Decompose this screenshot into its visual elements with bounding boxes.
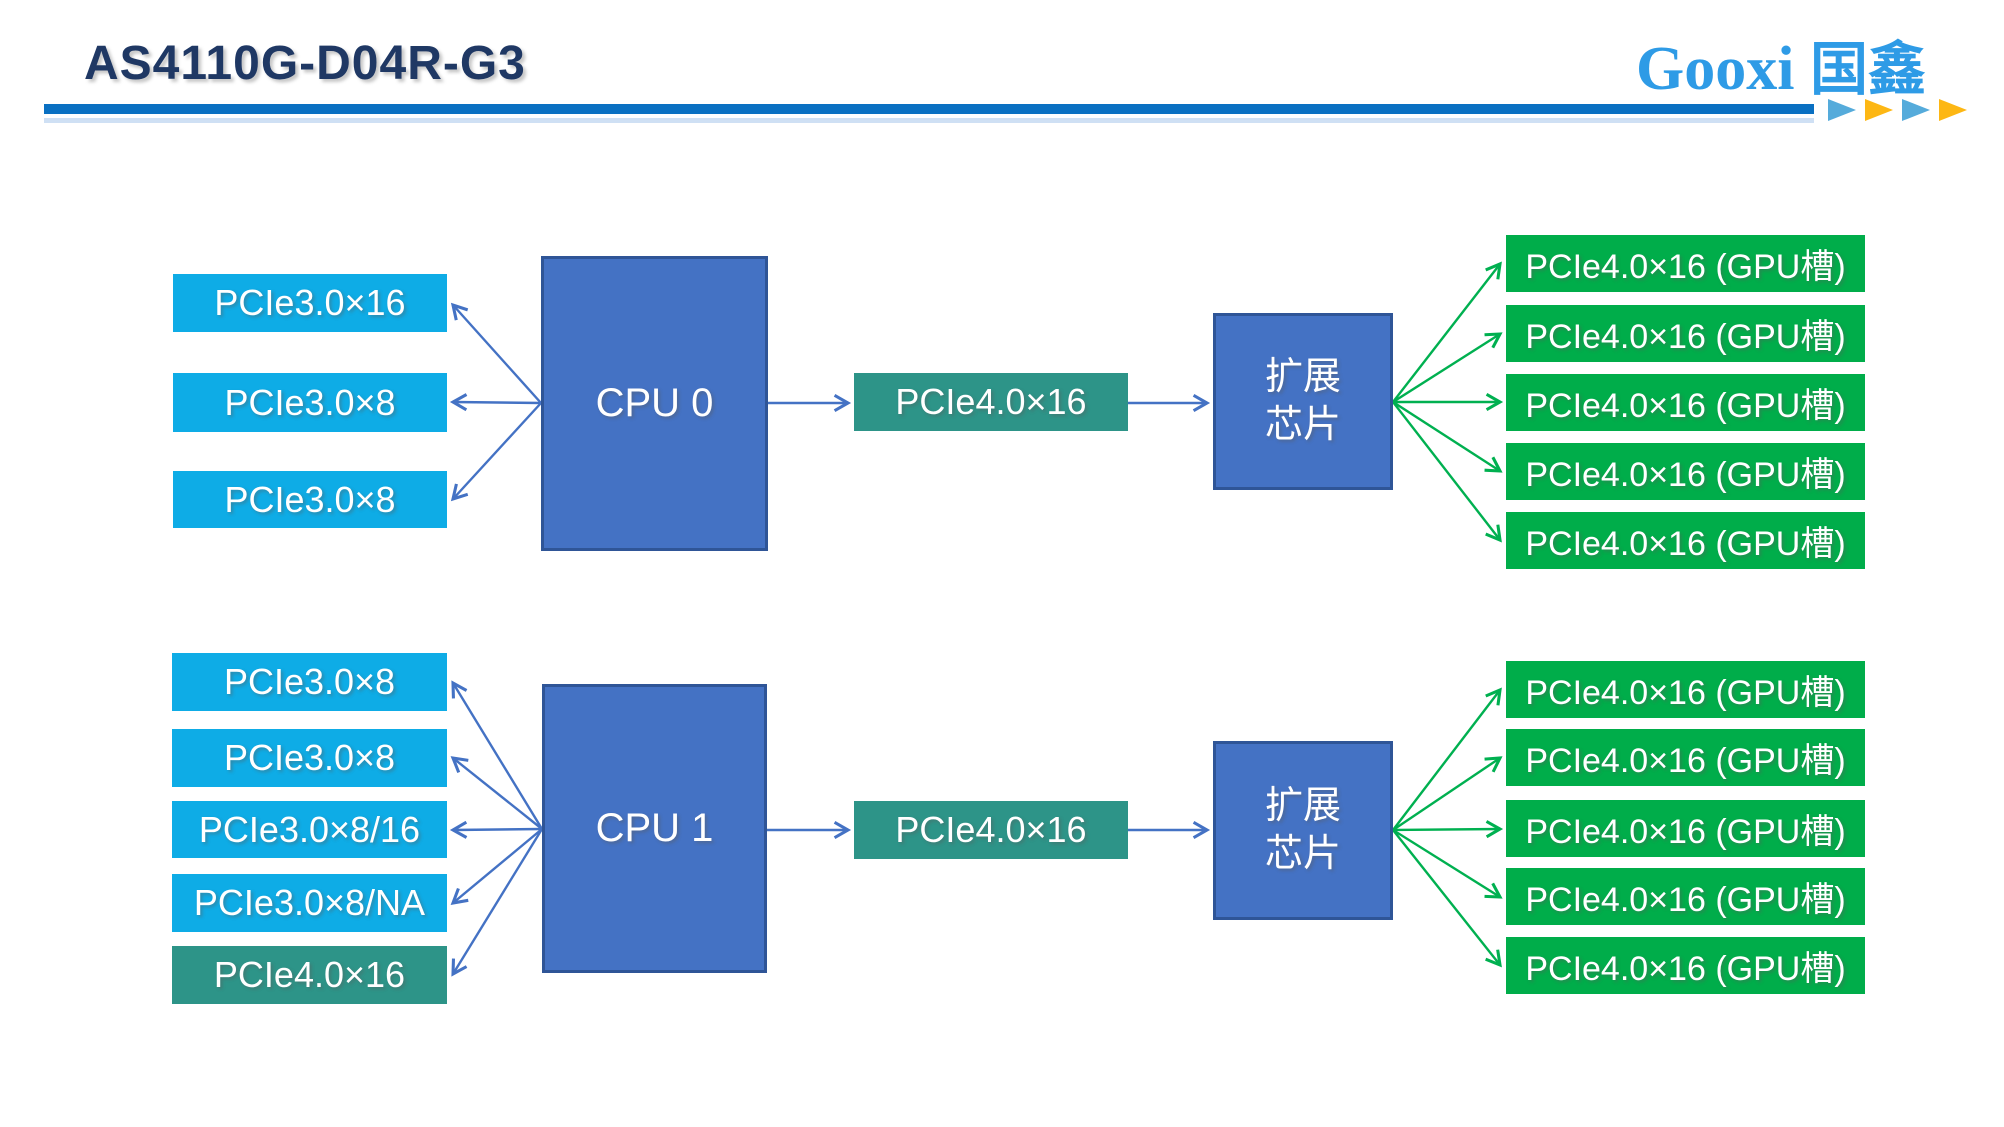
pcie-slot: PCIe3.0×8/16 [172,801,447,858]
arrow-expander1-gpu1 [1392,687,1502,831]
page-title: AS4110G-D04R-G3 [84,37,526,90]
divider-line-light [44,118,1814,123]
gpu-slot: PCIe4.0×16 (GPU槽) [1506,374,1865,431]
pcie-slot: PCIe3.0×8/NA [172,874,447,932]
gpu-slot: PCIe4.0×16 (GPU槽) [1506,305,1865,362]
pcie-slot: PCIe3.0×8 [172,729,447,787]
arrow-cpu0-slot3 [450,402,542,502]
brand-logo-latin: Gooxi [1636,35,1795,103]
expander-label-line1: 扩展 [1264,785,1341,827]
cpu0-block: CPU 0 [541,256,768,551]
arrow-expander0-gpu2 [1392,332,1503,404]
brand-logo: Gooxi 国鑫 [1636,22,1956,106]
arrow-cpu1-slot5 [451,828,544,977]
triangle-right-icon [1939,99,1967,121]
arrow-expander0-gpu5 [1392,401,1502,543]
arrow-cpu1-slot1 [451,680,544,830]
arrow-cpu0-slot1 [450,302,542,404]
arrow-cpu1-slot2 [450,756,543,830]
gpu-slot: PCIe4.0×16 (GPU槽) [1506,235,1865,292]
pcie-slot: PCIe3.0×16 [173,274,447,332]
pcie-slot: PCIe3.0×8 [173,373,447,432]
pcie-link: PCIe4.0×16 [854,801,1128,859]
expander-chip-block: 扩展 芯片 [1213,741,1393,920]
pcie-slot: PCIe3.0×8 [173,471,447,528]
arrow-expander1-gpu3 [1392,820,1504,839]
expander-label-line1: 扩展 [1264,356,1341,398]
gpu-slot: PCIe4.0×16 (GPU槽) [1506,661,1865,718]
gpu-slot: PCIe4.0×16 (GPU槽) [1506,800,1865,857]
arrow-cpu1-slot3 [449,820,543,839]
gpu-slot: PCIe4.0×16 (GPU槽) [1506,512,1865,569]
pcie-slot: PCIe3.0×8 [172,653,447,711]
arrow-expander1-gpu2 [1392,756,1503,831]
triangle-right-icon [1828,99,1856,121]
arrow-expander1-gpu4 [1392,828,1503,899]
expander-chip-block: 扩展 芯片 [1213,313,1393,490]
gpu-slot: PCIe4.0×16 (GPU槽) [1506,868,1865,925]
arrow-cpu1-slot4 [450,828,543,905]
triangle-right-icon [1902,99,1930,121]
pcie-link: PCIe4.0×16 [854,373,1128,431]
divider-line [44,104,1814,114]
pcie-slot: PCIe4.0×16 [172,946,447,1004]
expander-label-line2: 芯片 [1264,403,1341,446]
arrow-expander0-gpu1 [1392,261,1502,403]
arrow-cpu0-slot2 [449,393,542,412]
arrow-expander1-gpu5 [1392,829,1502,968]
gpu-slot: PCIe4.0×16 (GPU槽) [1506,443,1865,500]
gpu-slot: PCIe4.0×16 (GPU槽) [1506,937,1865,994]
brand-logo-cjk: 国鑫 [1809,37,1926,102]
expander-label-line2: 芯片 [1264,832,1341,875]
brand-arrow-icons [1828,99,1967,121]
gpu-slot: PCIe4.0×16 (GPU槽) [1506,729,1865,786]
triangle-right-icon [1865,99,1893,121]
cpu1-block: CPU 1 [542,684,767,973]
arrow-expander0-gpu4 [1392,400,1503,473]
